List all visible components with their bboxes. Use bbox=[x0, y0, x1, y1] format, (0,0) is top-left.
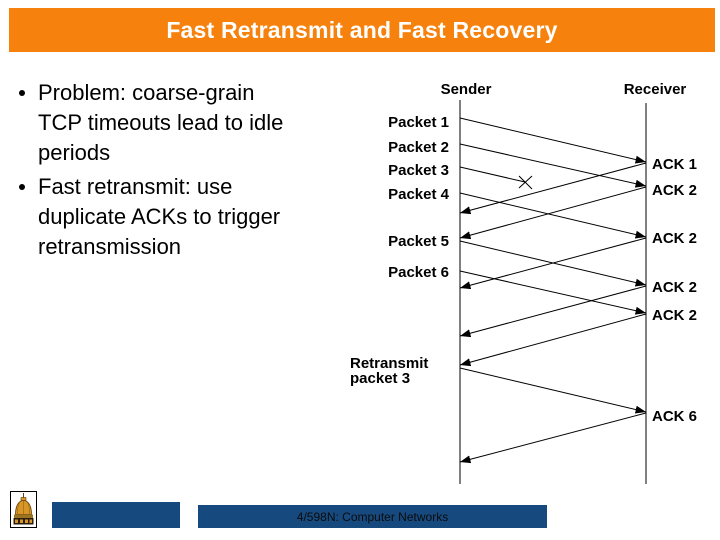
ack-6-arrow bbox=[459, 412, 647, 464]
ack-label: ACK 1 bbox=[652, 156, 698, 173]
packet-6-arrow bbox=[459, 270, 647, 315]
page-title: Fast Retransmit and Fast Recovery bbox=[166, 16, 558, 43]
packet-label: Packet 3 bbox=[388, 162, 449, 179]
bullet-item: Fast retransmit: use duplicate ACKs to t… bbox=[14, 172, 374, 262]
receiver-label: Receiver bbox=[623, 81, 687, 98]
packet-1-arrow bbox=[459, 117, 647, 164]
packet-label: Packet 2 bbox=[388, 139, 449, 156]
ack-1-arrow bbox=[459, 162, 647, 215]
ack-label: ACK 6 bbox=[652, 408, 698, 425]
dup-ack-2-arrow-1 bbox=[459, 237, 647, 290]
bullet-item: Problem: coarse-grain TCP timeouts lead … bbox=[14, 78, 374, 168]
packet-2-arrow bbox=[459, 143, 647, 188]
packet-label: Packet 4 bbox=[388, 186, 449, 203]
retransmit-packet-3-arrow bbox=[459, 367, 647, 414]
title-bar: Fast Retransmit and Fast Recovery bbox=[9, 8, 715, 52]
sender-label: Sender bbox=[440, 81, 492, 98]
packet-3-arrow-lost bbox=[459, 166, 526, 183]
ack-label: ACK 2 bbox=[652, 279, 698, 296]
packet-label: Packet 5 bbox=[388, 233, 449, 250]
bullet-text: Problem: coarse-grain TCP timeouts lead … bbox=[38, 80, 284, 165]
bullet-text: Fast retransmit: use duplicate ACKs to t… bbox=[38, 174, 281, 259]
course-label: 4/598N: Computer Networks bbox=[296, 509, 449, 524]
ack-label: ACK 2 bbox=[652, 307, 698, 324]
packet-label: Packet 1 bbox=[388, 114, 449, 131]
ack-label: ACK 2 bbox=[652, 230, 698, 247]
golden-dome-logo bbox=[10, 491, 37, 528]
packet-label: Packet 6 bbox=[388, 264, 449, 281]
retransmit-label: Retransmit packet 3 bbox=[350, 355, 429, 387]
bullet-dot-icon bbox=[19, 90, 25, 96]
dup-ack-2-arrow-2 bbox=[459, 285, 647, 338]
packet-4-arrow bbox=[459, 192, 647, 239]
footer-bar-center: 4/598N: Computer Networks bbox=[198, 505, 547, 528]
ack-2-arrow bbox=[459, 186, 647, 240]
bullet-list: Problem: coarse-grain TCP timeouts lead … bbox=[14, 78, 374, 266]
packet-loss-x-icon bbox=[518, 175, 533, 190]
ack-label: ACK 2 bbox=[652, 182, 698, 199]
dup-ack-2-arrow-3 bbox=[459, 313, 647, 367]
timeline-diagram bbox=[459, 100, 647, 484]
footer-bar-left bbox=[52, 502, 180, 528]
bullet-dot-icon bbox=[19, 184, 25, 190]
golden-dome-icon bbox=[13, 493, 34, 525]
